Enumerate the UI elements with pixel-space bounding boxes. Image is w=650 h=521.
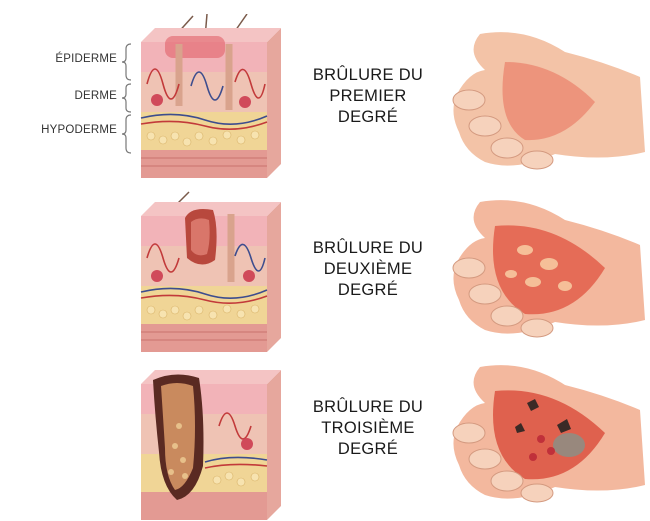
title-third-degree: BRÛLURE DU TROISIÈME DEGRÉ [293, 397, 443, 460]
title-line: BRÛLURE DU [293, 65, 443, 86]
hand-first-degree-burn [445, 22, 650, 172]
skin-cross-section-third-degree [135, 356, 285, 521]
skin-cross-section-second-degree [135, 188, 285, 353]
label-dermis: DERME [17, 90, 117, 102]
skin-cross-section-first-degree [135, 14, 285, 179]
title-line: DEGRÉ [293, 107, 443, 128]
title-line: PREMIER [293, 86, 443, 107]
title-first-degree: BRÛLURE DU PREMIER DEGRÉ [293, 65, 443, 128]
title-line: TROISIÈME [293, 418, 443, 439]
hand-third-degree-burn [445, 355, 650, 505]
brace-dermis [121, 83, 133, 113]
title-line: BRÛLURE DU [293, 397, 443, 418]
title-line: DEUXIÈME [293, 259, 443, 280]
label-epidermis: ÉPIDERME [17, 53, 117, 65]
title-line: DEGRÉ [293, 439, 443, 460]
title-line: DEGRÉ [293, 280, 443, 301]
brace-hypodermis [121, 114, 133, 154]
label-hypodermis: HYPODERME [17, 124, 117, 136]
hand-second-degree-burn [445, 190, 650, 340]
brace-epidermis [121, 43, 133, 81]
title-second-degree: BRÛLURE DU DEUXIÈME DEGRÉ [293, 238, 443, 301]
title-line: BRÛLURE DU [293, 238, 443, 259]
